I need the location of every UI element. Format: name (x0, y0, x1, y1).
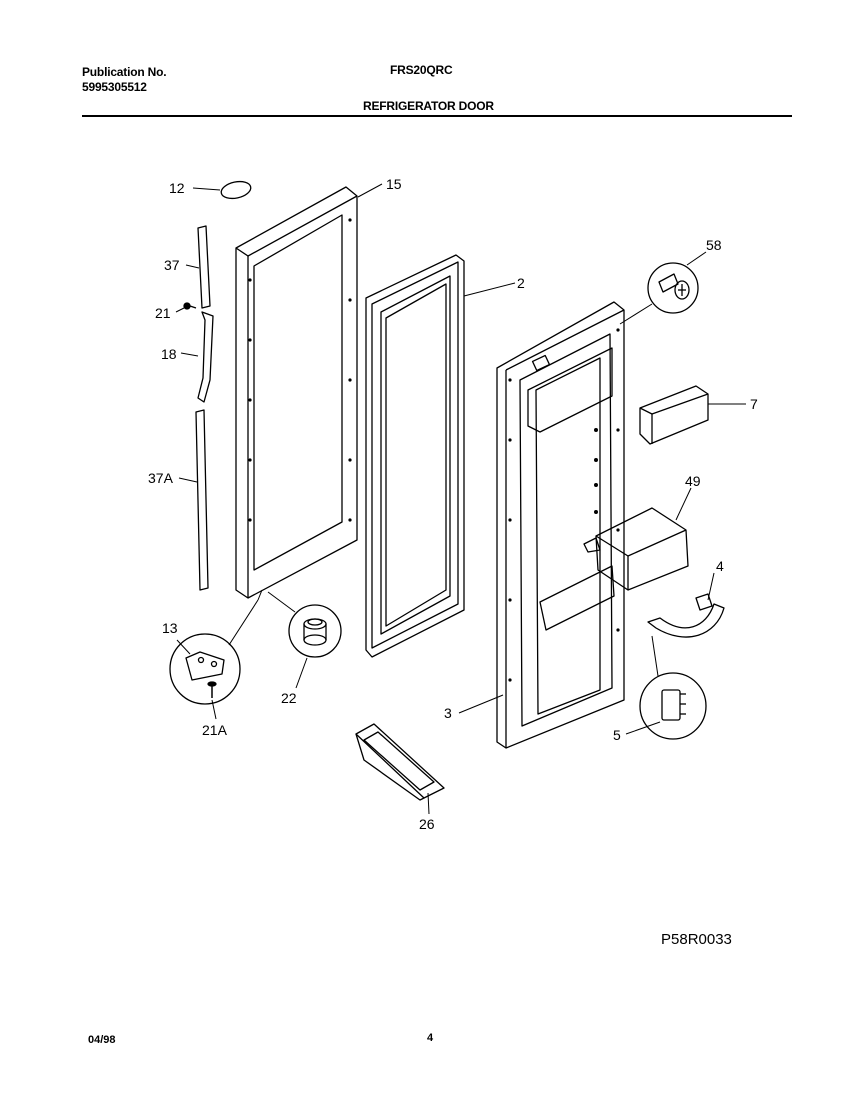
part-37a-trim-strip (195, 409, 209, 591)
callout-21: 21 (155, 305, 171, 321)
part-13-hinge-bracket (169, 589, 263, 705)
part-4-bin-rail (647, 593, 725, 638)
part-37-trim-strip (197, 225, 211, 309)
callout-21a: 21A (202, 722, 228, 738)
leader-2 (463, 282, 516, 297)
part-2-door-gasket (365, 254, 465, 658)
part-26-shelf-bin (355, 723, 445, 801)
part-7-dairy-door (639, 385, 709, 445)
callout-26: 26 (419, 816, 435, 832)
part-5-clip (639, 635, 707, 740)
publication-number: 5995305512 (82, 80, 147, 94)
part-15-door-frame (235, 186, 358, 599)
callout-15: 15 (386, 176, 402, 192)
callout-58: 58 (706, 237, 722, 253)
callout-12: 12 (169, 180, 185, 196)
header-rule (82, 115, 792, 117)
leader-15 (357, 183, 383, 198)
callout-3: 3 (444, 705, 452, 721)
leader-12 (192, 187, 221, 191)
part-58-screw (619, 262, 699, 325)
part-22-hinge-bushing (267, 591, 342, 658)
callout-4: 4 (716, 558, 724, 574)
callout-37: 37 (164, 257, 180, 273)
part-12-plug (220, 180, 252, 200)
diagram-code: P58R0033 (661, 931, 732, 948)
part-3-door-liner (496, 301, 625, 749)
callout-22: 22 (281, 690, 297, 706)
callout-7: 7 (750, 396, 758, 412)
callout-2: 2 (517, 275, 525, 291)
callout-49: 49 (685, 473, 701, 489)
part-21a-screw (207, 681, 217, 698)
callout-37a: 37A (148, 470, 174, 486)
section-title: REFRIGERATOR DOOR (363, 99, 494, 113)
part-18-handle-bracket (197, 311, 214, 403)
part-49-door-bin (583, 507, 689, 591)
callout-13: 13 (162, 620, 178, 636)
leader-3 (458, 694, 504, 714)
callout-18: 18 (161, 346, 177, 362)
page-number: 4 (427, 1032, 434, 1044)
part-21-screw (183, 302, 197, 310)
publication-label: Publication No. (82, 65, 167, 79)
footer-date: 04/98 (88, 1034, 116, 1046)
model-number: FRS20QRC (390, 63, 453, 77)
callout-5: 5 (613, 727, 621, 743)
